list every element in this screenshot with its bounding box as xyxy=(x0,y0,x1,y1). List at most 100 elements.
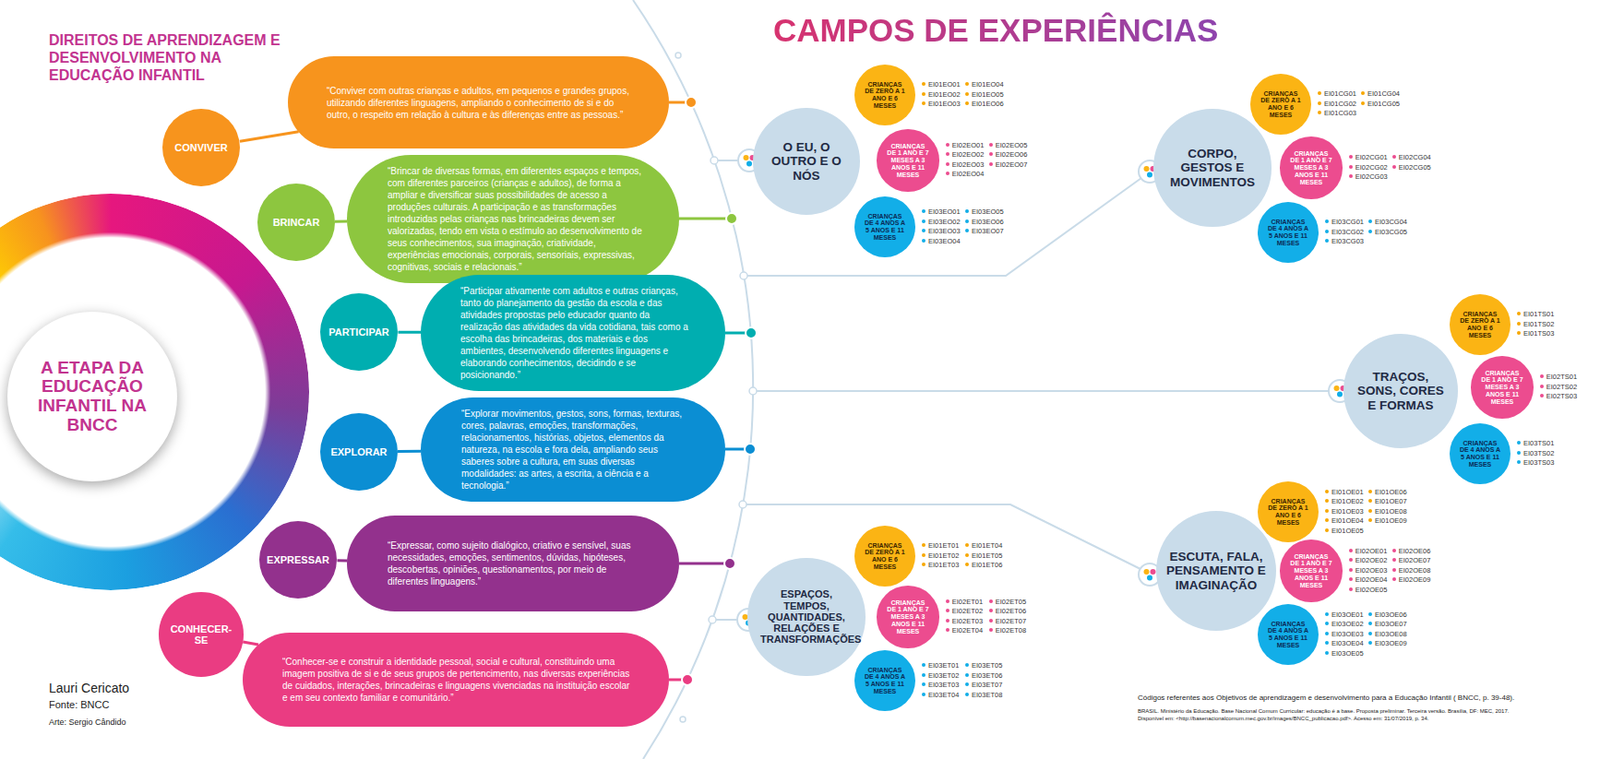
node-text: CRIANÇAS DE ZERO A 1 ANO E 6 MESES xyxy=(1265,498,1311,527)
bullet-dot xyxy=(921,101,926,106)
bullet-dot xyxy=(921,92,926,96)
circle-node: CRIANÇAS DE 1 ANO E 7 MESES A 3 ANOS E 1… xyxy=(1470,356,1533,418)
circle-node: CRIANÇAS DE 4 ANOS A 5 ANOS E 11 MESES xyxy=(1257,202,1319,263)
node-text: CRIANÇAS DE ZERO A 1 ANO E 6 MESES xyxy=(1457,310,1503,340)
bullet-dot xyxy=(1349,558,1353,562)
objective-code: EI03ET01 xyxy=(921,661,959,671)
circle-node: CRIANÇAS DE ZERO A 1 ANO E 6 MESES xyxy=(854,525,916,587)
bullet-dot xyxy=(989,628,993,633)
objective-code: EI02CG03 xyxy=(1349,172,1388,182)
code-text: EI03EO02 xyxy=(928,217,961,227)
code-text: EI03ET07 xyxy=(971,680,1003,690)
bullet-dot xyxy=(965,228,969,233)
connector-line xyxy=(336,559,347,562)
bullet-dot xyxy=(965,92,969,96)
code-text: EI03OE04 xyxy=(1331,639,1364,648)
circle-node: ESCUTA, FALA, PENSAMENTO E IMAGINAÇÃO xyxy=(1156,511,1278,633)
bullet-dot xyxy=(989,143,993,147)
code-text: EI01CG01 xyxy=(1324,89,1357,98)
code-text: EI03EO07 xyxy=(971,226,1004,236)
bullet-dot xyxy=(1516,322,1521,326)
node-text: EXPLORAR xyxy=(330,446,387,458)
objective-code: EI01TS01 xyxy=(1516,310,1554,320)
bullet-dot xyxy=(965,562,969,567)
objective-code: EI02OE04 xyxy=(1349,575,1388,586)
objective-code: EI02EO07 xyxy=(989,160,1028,170)
bullet-dot xyxy=(1392,165,1397,169)
code-text: EI03EO01 xyxy=(928,207,961,216)
bullet-dot xyxy=(921,238,926,243)
code-text: EI02EO07 xyxy=(995,160,1028,169)
branch-lines xyxy=(712,160,1329,621)
bullet-dot xyxy=(965,209,969,214)
code-text: EI01CG02 xyxy=(1324,99,1357,108)
code-text: EI03EO05 xyxy=(971,207,1004,216)
objective-code: EI03ET06 xyxy=(965,671,1003,681)
bullet-dot xyxy=(921,553,926,558)
code-text: EI01OE09 xyxy=(1374,516,1408,526)
objective-code: EI02OE06 xyxy=(1392,547,1432,557)
bullet-dot xyxy=(1317,91,1322,96)
objective-code: EI03ET03 xyxy=(921,680,959,691)
circle-node: O EU, O OUTRO E O NÓS xyxy=(752,107,860,215)
objective-code: EI01OE04 xyxy=(1325,516,1364,526)
bullet-dot xyxy=(945,599,950,604)
objective-code: EI02OE08 xyxy=(1392,566,1432,576)
bullet-dot xyxy=(921,562,926,567)
objective-code: EI03EO02 xyxy=(921,217,961,227)
pill-box: “Participar ativamente com adultos e out… xyxy=(420,274,726,392)
objective-code: EI01EO03 xyxy=(921,99,961,109)
bullet-dot xyxy=(1540,394,1544,398)
code-text: EI01OE03 xyxy=(1331,507,1364,516)
code-text: EI02EO06 xyxy=(995,150,1028,159)
node-text: TRAÇOS, SONS, CORES E FORMAS xyxy=(1352,370,1449,412)
node-text: “Explorar movimentos, gestos, sons, form… xyxy=(461,407,692,492)
objective-code: EI02CG04 xyxy=(1392,153,1432,163)
code-text: EI02ET08 xyxy=(995,626,1027,635)
objective-code: EI02ET04 xyxy=(945,626,983,636)
bullet-dot xyxy=(1368,509,1373,514)
bullet-dot xyxy=(1349,587,1353,592)
bullet-dot xyxy=(1392,568,1397,573)
node-text: CRIANÇAS DE ZERO A 1 ANO E 6 MESES xyxy=(862,81,908,110)
objective-code: EI02OE03 xyxy=(1349,566,1388,576)
code-text: EI02ET04 xyxy=(952,626,983,635)
circle-node: CRIANÇAS DE 4 ANOS A 5 ANOS E 11 MESES xyxy=(854,650,916,712)
node-text: O EU, O OUTRO E O NÓS xyxy=(762,140,851,182)
node-text: CRIANÇAS DE 4 ANOS A 5 ANOS E 11 MESES xyxy=(862,213,908,242)
code-text: EI02ET01 xyxy=(952,597,983,607)
objective-code: EI01OE08 xyxy=(1368,507,1408,517)
bullet-dot xyxy=(945,152,950,156)
code-text: EI02CG05 xyxy=(1398,163,1432,172)
objective-code: EI01EO06 xyxy=(965,99,1004,109)
code-text: EI02OE09 xyxy=(1398,575,1432,585)
code-text: EI03ET06 xyxy=(971,671,1003,681)
objective-code: EI01ET05 xyxy=(965,551,1003,562)
bullet-dot xyxy=(1325,489,1329,494)
caption-note: Códigos referentes aos Objetivos de apre… xyxy=(1137,693,1581,703)
objective-code: EI03ET05 xyxy=(965,661,1003,671)
bullet-dot xyxy=(921,673,926,678)
objective-code: EI01CG03 xyxy=(1317,108,1357,119)
code-text: EI03OE02 xyxy=(1331,620,1364,629)
code-text: EI03OE09 xyxy=(1374,639,1408,648)
objective-code: EI01EO02 xyxy=(921,90,961,100)
code-text: EI03ET08 xyxy=(971,691,1003,700)
bullet-dot xyxy=(1368,219,1373,224)
objective-code: EI01OE03 xyxy=(1325,507,1364,517)
code-text: EI02CG04 xyxy=(1398,153,1432,162)
code-text: EI01ET04 xyxy=(971,541,1003,550)
objective-code: EI01ET02 xyxy=(921,551,959,562)
bullet-dot xyxy=(965,543,969,548)
code-text: EI01ET02 xyxy=(928,551,959,561)
bullet-dot xyxy=(1540,384,1544,389)
code-text: EI01ET06 xyxy=(971,561,1003,570)
code-text: EI01TS03 xyxy=(1523,329,1554,338)
code-text: EI01EO04 xyxy=(971,80,1004,89)
node-text: CRIANÇAS DE 4 ANOS A 5 ANOS E 11 MESES xyxy=(1265,218,1311,248)
objective-code: EI03OE04 xyxy=(1325,639,1364,649)
node-text: “Participar ativamente com adultos e out… xyxy=(460,285,692,382)
code-text: EI02CG01 xyxy=(1355,153,1388,162)
bullet-dot xyxy=(989,162,993,167)
code-text: EI03CG05 xyxy=(1374,227,1408,237)
